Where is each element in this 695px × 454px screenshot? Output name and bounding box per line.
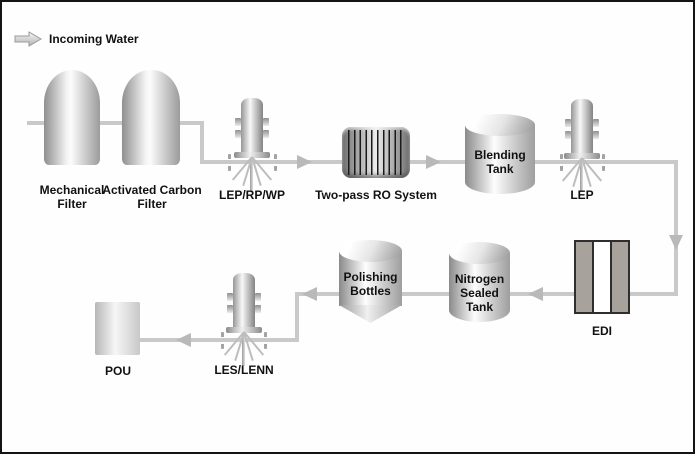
ro-membrane-icon — [342, 127, 410, 178]
pipe-joint-tick — [264, 332, 267, 349]
lamp-knob — [255, 293, 261, 301]
lamp-knob — [593, 131, 599, 139]
lamp-knob — [235, 130, 241, 138]
tank-body — [465, 125, 535, 194]
pou-vessel-icon — [95, 302, 140, 355]
pipe-segment — [139, 338, 299, 342]
incoming-water-label: Incoming Water — [49, 32, 139, 46]
edi-cell — [592, 242, 612, 312]
edi-cell — [576, 242, 592, 312]
tank-body — [449, 253, 510, 322]
lamp-knob — [227, 293, 233, 301]
flow-arrow-down-icon — [669, 235, 683, 250]
label-two-pass-ro-system: Two-pass RO System — [315, 188, 437, 202]
lamp-knob — [565, 131, 571, 139]
polishing-bottles-label: Polishing Bottles — [343, 270, 398, 298]
lamp-body — [233, 273, 255, 329]
lamp-body — [571, 99, 593, 155]
uv-lamp-icon — [222, 98, 282, 191]
pipe-segment — [674, 160, 678, 296]
pipe-joint-tick — [221, 332, 224, 349]
lamp-rod — [242, 333, 245, 366]
edi-module-icon — [574, 240, 630, 314]
pipe-joint-tick — [602, 154, 605, 171]
tank-cone-bottom — [339, 305, 402, 323]
pipe-segment — [27, 121, 204, 125]
uv-lamp-icon — [552, 99, 612, 192]
nitrogen-sealed-tank-label: Nitrogen Sealed Tank — [454, 272, 505, 314]
lamp-body — [241, 98, 263, 154]
flow-arrow-left-icon — [302, 287, 317, 301]
label-mechanical-filter: Mechanical Filter — [39, 183, 105, 211]
lamp-knob — [235, 118, 241, 126]
activated-carbon-filter-cylinder-icon — [122, 70, 180, 165]
incoming-water-arrow-icon — [14, 31, 42, 52]
lamp-flange — [564, 153, 600, 159]
label-les-lenn: LES/LENN — [214, 363, 274, 377]
lamp-knob — [593, 119, 599, 127]
pipe-joint-tick — [560, 154, 563, 171]
tank-cap — [449, 242, 510, 264]
pipe-joint-tick — [228, 154, 231, 171]
blending-tank-label: Blending Tank — [474, 148, 526, 176]
flow-arrow-right-icon — [297, 155, 312, 169]
flow-arrow-left-icon — [528, 287, 543, 301]
blending-tank-icon: Blending Tank — [465, 114, 535, 194]
label-edi: EDI — [591, 324, 612, 338]
lamp-flange — [234, 152, 270, 158]
polishing-bottles-icon: Polishing Bottles — [339, 240, 402, 323]
pipe-joint-tick — [274, 154, 277, 171]
ro-stripes — [348, 130, 404, 175]
tank-cap — [339, 240, 402, 262]
lamp-knob — [263, 130, 269, 138]
edi-cell — [612, 242, 628, 312]
pipe-segment — [200, 121, 204, 164]
label-lep: LEP — [570, 188, 594, 202]
label-pou: POU — [104, 364, 131, 378]
flow-arrow-left-icon — [176, 333, 191, 347]
uv-lamp-icon — [214, 273, 274, 366]
pipe-segment — [295, 292, 299, 342]
tank-cap — [465, 114, 535, 136]
label-lep-rp-wp: LEP/RP/WP — [218, 188, 285, 202]
lamp-flange — [226, 327, 262, 333]
flow-arrow-right-icon — [426, 155, 441, 169]
lamp-rod — [580, 159, 583, 192]
lamp-knob — [227, 305, 233, 313]
label-activated-carbon-filter: Activated Carbon Filter — [102, 183, 202, 211]
lamp-knob — [565, 119, 571, 127]
lamp-knob — [255, 305, 261, 313]
lamp-knob — [263, 118, 269, 126]
nitrogen-sealed-tank-icon: Nitrogen Sealed Tank — [449, 242, 510, 322]
lamp-rod — [250, 158, 253, 191]
mechanical-filter-cylinder-icon — [44, 70, 100, 165]
